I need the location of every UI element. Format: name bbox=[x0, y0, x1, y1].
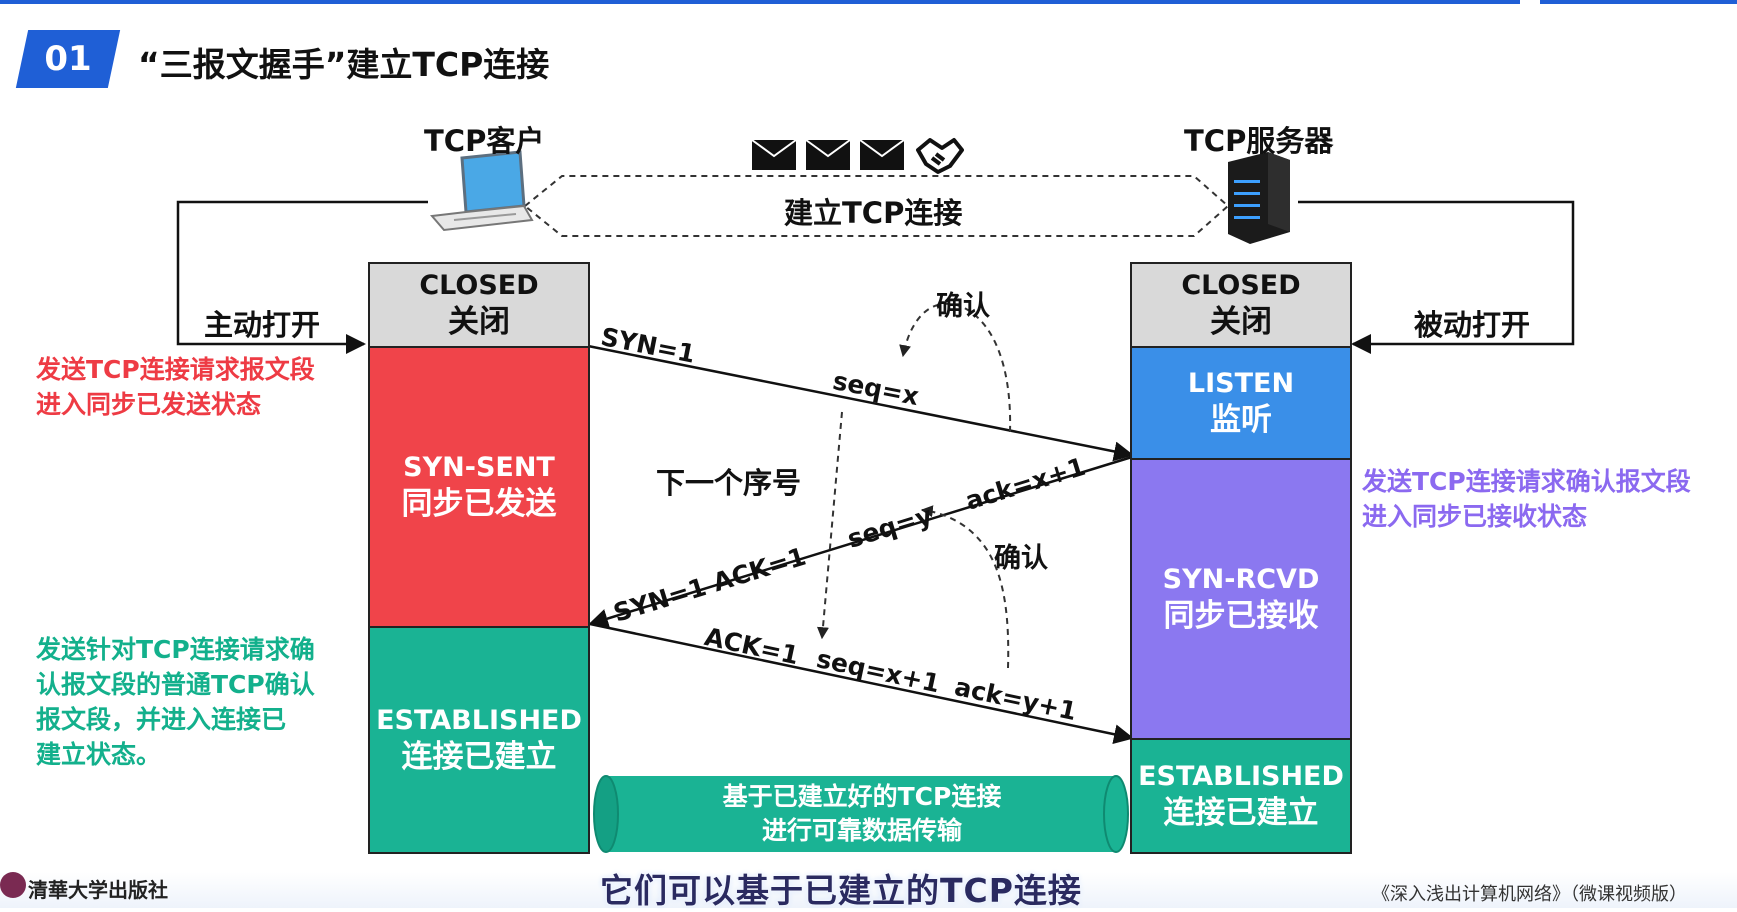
syn-ack-arrow bbox=[588, 455, 1133, 629]
client-state-established: ESTABLISHED 连接已建立 bbox=[368, 626, 590, 854]
state-zh: 监听 bbox=[1210, 401, 1272, 438]
client-send-note: 发送TCP连接请求报文段 进入同步已发送状态 bbox=[36, 352, 315, 422]
tube-line: 基于已建立好的TCP连接 bbox=[722, 782, 1002, 811]
state-zh: 关闭 bbox=[448, 303, 510, 340]
note-line: 认报文段的普通TCP确认 bbox=[36, 670, 315, 699]
note-line: 进入同步已发送状态 bbox=[36, 390, 262, 419]
server-open-line bbox=[1298, 200, 1575, 354]
data-tube bbox=[593, 775, 1129, 853]
msg-confirm-1: 确认 bbox=[936, 291, 990, 322]
client-state-syn-sent: SYN-SENT 同步已发送 bbox=[368, 346, 590, 628]
tube-label: 基于已建立好的TCP连接 进行可靠数据传输 bbox=[620, 780, 1104, 848]
state-zh: 连接已建立 bbox=[1163, 794, 1319, 831]
footer-band bbox=[0, 872, 1737, 908]
state-en: SYN-RCVD bbox=[1162, 563, 1320, 595]
note-line: 发送针对TCP连接请求确 bbox=[36, 635, 315, 664]
state-zh: 同步已发送 bbox=[401, 485, 557, 522]
note-line: 进入同步已接收状态 bbox=[1362, 502, 1588, 531]
publisher-name: 清華大学出版社 bbox=[28, 878, 168, 902]
page-title: “三报文握手”建立TCP连接 bbox=[138, 45, 550, 84]
server-state-established: ESTABLISHED 连接已建立 bbox=[1130, 738, 1352, 854]
laptop-icon bbox=[430, 150, 534, 232]
connection-label: 建立TCP连接 bbox=[784, 196, 963, 230]
next-seq-line bbox=[816, 411, 843, 640]
top-bar-gap bbox=[1520, 0, 1540, 4]
state-en: CLOSED bbox=[419, 269, 539, 301]
connection-dashed-shape bbox=[523, 175, 1230, 237]
note-line: 建立状态。 bbox=[36, 740, 162, 769]
state-en: ESTABLISHED bbox=[376, 704, 582, 736]
client-ack-note: 发送针对TCP连接请求确 认报文段的普通TCP确认 报文段，并进入连接已 建立状… bbox=[36, 632, 315, 772]
state-zh: 连接已建立 bbox=[401, 738, 557, 775]
ack-arrow bbox=[589, 622, 1134, 745]
state-en: LISTEN bbox=[1187, 367, 1295, 399]
client-action-label: 主动打开 bbox=[204, 308, 321, 342]
server-state-listen: LISTEN 监听 bbox=[1130, 346, 1352, 460]
client-label: TCP客户 bbox=[424, 124, 545, 158]
server-action-label: 被动打开 bbox=[1414, 308, 1531, 342]
book-title: 《深入浅出计算机网络》（微课视频版） bbox=[1372, 884, 1687, 905]
client-state-closed: CLOSED 关闭 bbox=[368, 262, 590, 348]
server-icon bbox=[1228, 152, 1290, 244]
msg-next-seq: 下一个序号 bbox=[656, 466, 802, 500]
state-zh: 关闭 bbox=[1210, 303, 1272, 340]
handshake-icon bbox=[916, 138, 964, 174]
server-state-syn-rcvd: SYN-RCVD 同步已接收 bbox=[1130, 458, 1352, 740]
envelope-icon bbox=[805, 139, 851, 170]
msg-confirm-2: 确认 bbox=[994, 543, 1048, 574]
video-subtitle: 它们可以基于已建立的TCP连接 bbox=[600, 871, 1082, 910]
client-open-line bbox=[176, 200, 428, 354]
server-state-closed: CLOSED 关闭 bbox=[1130, 262, 1352, 348]
confirm-curve-2 bbox=[920, 505, 1010, 669]
state-en: SYN-SENT bbox=[403, 451, 555, 483]
top-accent-bar bbox=[0, 0, 1737, 4]
tube-line: 进行可靠数据传输 bbox=[761, 816, 962, 845]
note-line: 报文段，并进入连接已 bbox=[36, 705, 287, 734]
envelope-icon bbox=[859, 139, 905, 170]
state-zh: 同步已接收 bbox=[1163, 597, 1319, 634]
state-en: CLOSED bbox=[1181, 269, 1301, 301]
envelope-icon bbox=[751, 139, 797, 170]
note-line: 发送TCP连接请求报文段 bbox=[36, 355, 315, 384]
server-label: TCP服务器 bbox=[1184, 124, 1334, 158]
publisher-seal-icon bbox=[0, 872, 26, 898]
state-en: ESTABLISHED bbox=[1138, 760, 1344, 792]
note-line: 发送TCP连接请求确认报文段 bbox=[1362, 467, 1691, 496]
section-number: 01 bbox=[44, 39, 92, 79]
syn-arrow bbox=[587, 344, 1134, 462]
server-send-note: 发送TCP连接请求确认报文段 进入同步已接收状态 bbox=[1362, 464, 1691, 534]
